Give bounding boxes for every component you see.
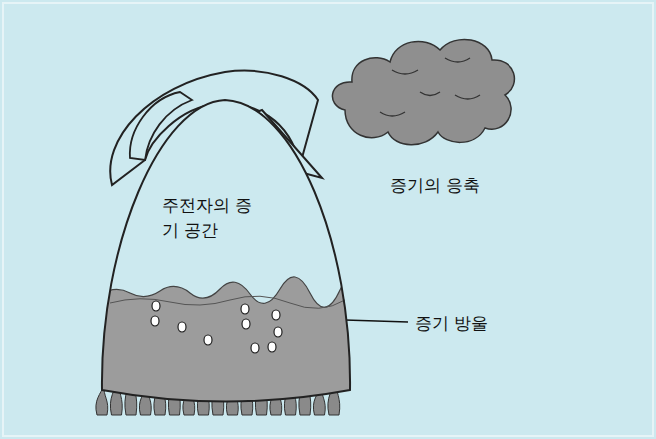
kettle-body-shape bbox=[100, 95, 352, 400]
steam-bubbles bbox=[151, 301, 282, 353]
space-label: 주전자의 증기 공간 bbox=[162, 193, 262, 242]
frame bbox=[3, 3, 653, 436]
vapor-cloud bbox=[332, 39, 514, 144]
kettle-body: 주전자의 증기 공간 bbox=[100, 95, 352, 400]
callout-label: 증기의 응축 bbox=[390, 174, 480, 196]
kettle-outline bbox=[102, 100, 350, 402]
callout-label: 증기 방울 bbox=[415, 312, 488, 334]
cloud-detail bbox=[380, 58, 480, 116]
water-line bbox=[110, 296, 345, 308]
cloud-shape bbox=[332, 39, 514, 144]
